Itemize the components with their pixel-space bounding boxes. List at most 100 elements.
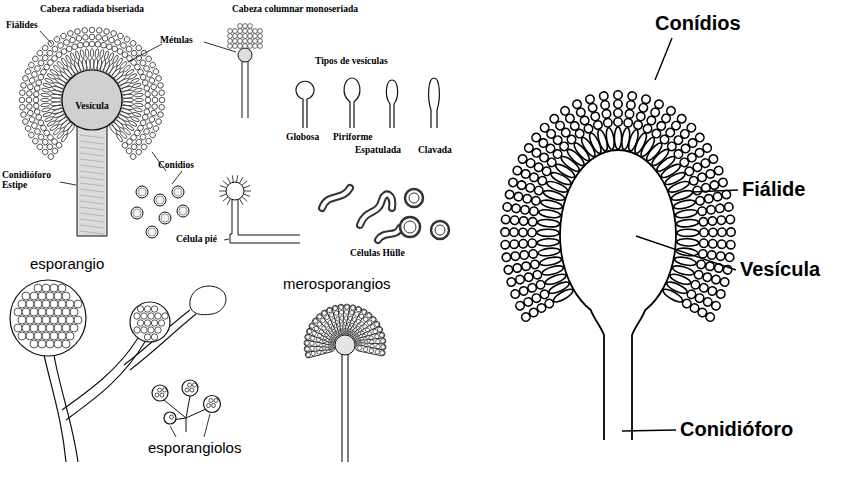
- spore: [38, 292, 46, 300]
- conidium: [603, 118, 613, 128]
- stipe-texture: [80, 201, 104, 204]
- part-label: Globosa: [286, 132, 319, 142]
- spore: [144, 334, 150, 340]
- leader-line: [224, 239, 229, 240]
- spore: [34, 300, 42, 308]
- conidium: [33, 103, 39, 109]
- spore: [34, 316, 42, 324]
- spore: [46, 308, 54, 316]
- phialide: [539, 256, 562, 267]
- conidium: [140, 143, 148, 151]
- conidium: [501, 228, 510, 237]
- conidium: [716, 251, 725, 260]
- spore: [46, 292, 54, 300]
- conidium: [528, 217, 537, 226]
- phialide: [538, 208, 561, 219]
- stipe-texture: [80, 165, 104, 168]
- conidium: [96, 34, 102, 40]
- spore: [38, 308, 46, 316]
- sporangiophore: [44, 355, 78, 462]
- spoke: [107, 123, 137, 161]
- part-label: Cabeza columnar monoseriada: [232, 4, 358, 14]
- free-conidium: [146, 226, 158, 238]
- conidium: [152, 104, 158, 110]
- spore: [14, 324, 22, 332]
- conidium: [520, 250, 529, 259]
- hulle-cell-lumen: [360, 194, 392, 225]
- phialide: [675, 208, 698, 219]
- conidium: [71, 43, 78, 50]
- part-label: Conidióforo Estipe: [2, 170, 60, 191]
- conidium: [706, 205, 716, 215]
- conidium: [233, 34, 238, 39]
- conidium: [715, 289, 726, 300]
- conidium: [233, 44, 238, 49]
- part-label: esporangio: [30, 256, 104, 273]
- conidium: [103, 28, 110, 35]
- conidium: [67, 30, 74, 37]
- hulle-cell-lumen: [322, 188, 350, 208]
- conidium: [238, 29, 243, 34]
- spoke: [110, 44, 143, 80]
- conidium: [528, 249, 537, 258]
- conidium: [627, 91, 637, 101]
- phialide: [537, 219, 560, 228]
- hulle-cell: [405, 189, 423, 207]
- conidium: [47, 153, 55, 161]
- conidium: [699, 217, 708, 226]
- phialide: [232, 175, 233, 182]
- merospore: [305, 334, 310, 339]
- spore: [66, 316, 74, 324]
- leader-line: [204, 414, 210, 437]
- phialide: [41, 103, 50, 107]
- phialide: [537, 229, 559, 237]
- conidium: [717, 240, 726, 249]
- leader-line: [655, 38, 672, 80]
- conidium: [26, 104, 32, 110]
- spore: [54, 340, 62, 348]
- conidium: [614, 118, 622, 126]
- conidium: [19, 90, 25, 96]
- conidium: [83, 41, 89, 47]
- phialide-chain: [502, 246, 561, 262]
- phialide: [41, 107, 50, 112]
- merospore: [327, 307, 333, 313]
- conidium: [248, 29, 253, 34]
- phialide: [614, 127, 621, 149]
- conidium: [35, 114, 42, 121]
- spore: [151, 306, 157, 312]
- stipe: [242, 60, 248, 118]
- conidium: [31, 55, 39, 63]
- spore: [34, 332, 42, 340]
- phialide: [43, 112, 53, 118]
- phialide: [134, 103, 143, 107]
- spore: [160, 393, 164, 397]
- hulle-cells: [322, 188, 449, 240]
- conidium: [159, 97, 165, 103]
- conidium: [638, 103, 648, 113]
- part-label: Fiálide: [742, 178, 805, 200]
- conidium: [34, 85, 41, 92]
- conidium: [24, 125, 31, 132]
- stipe-texture: [80, 219, 104, 222]
- conidium: [243, 44, 248, 49]
- spore: [46, 324, 54, 332]
- spore: [26, 300, 34, 308]
- phialide: [132, 83, 142, 89]
- conidium: [243, 39, 248, 44]
- conidium: [528, 239, 537, 248]
- spore: [163, 388, 167, 392]
- conidium: [228, 34, 233, 39]
- conidium: [152, 97, 158, 103]
- conidium: [508, 177, 519, 188]
- conidium: [590, 111, 600, 121]
- spore: [34, 284, 42, 292]
- conidium: [89, 27, 95, 33]
- phialide: [240, 199, 244, 205]
- phialide: [677, 238, 699, 246]
- conidium: [517, 153, 528, 164]
- vesicle-shape: [296, 81, 314, 128]
- conidium: [708, 239, 717, 248]
- spore: [30, 324, 38, 332]
- vesicle: [238, 48, 252, 62]
